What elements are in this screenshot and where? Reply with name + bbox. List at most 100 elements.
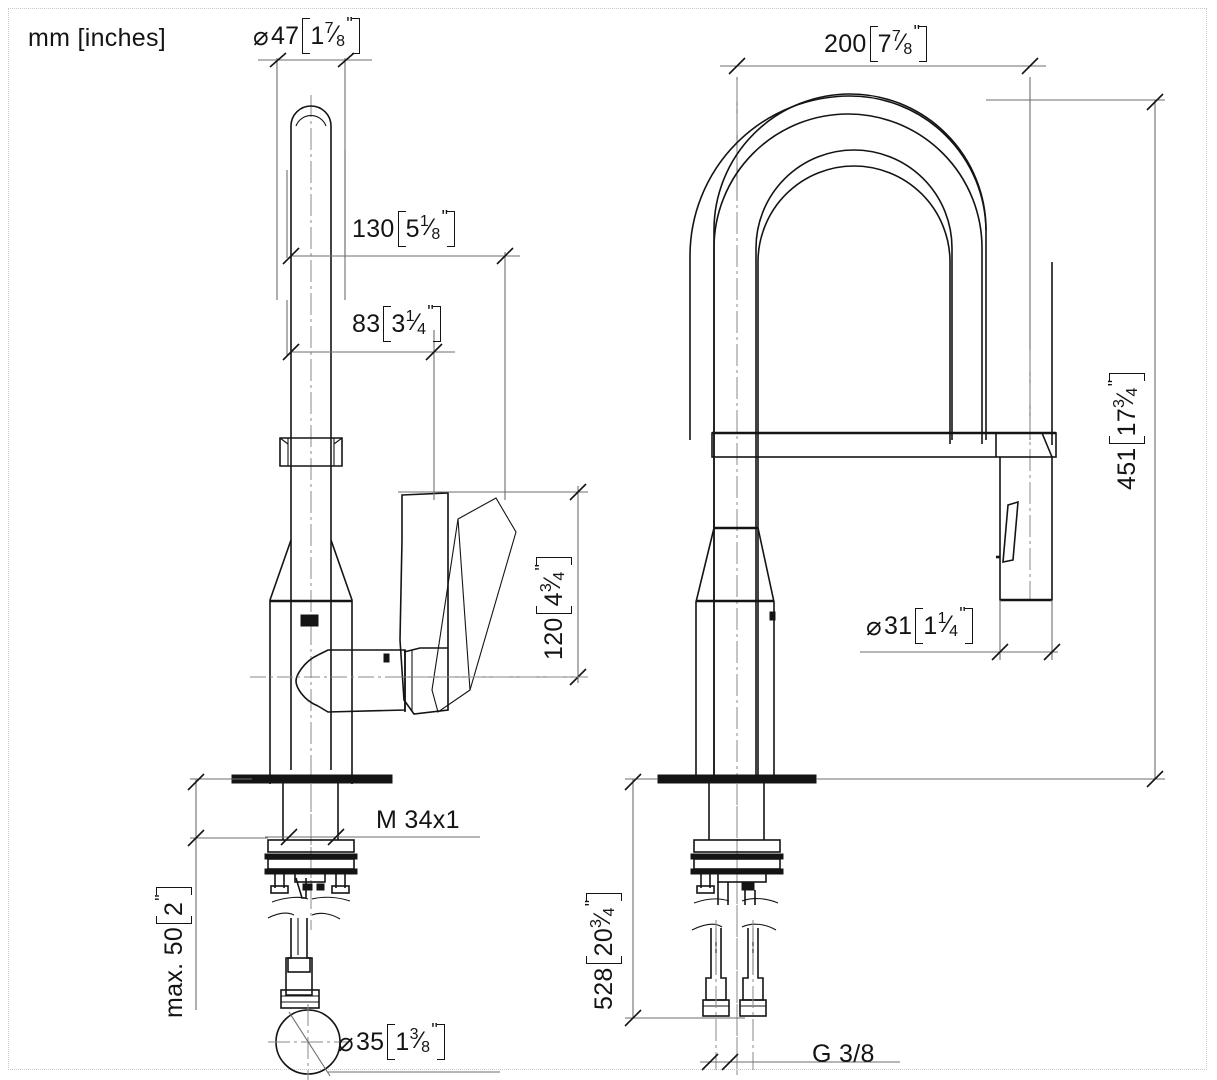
leader-tick-g38-b bbox=[721, 1053, 739, 1071]
dim-tick-130-left bbox=[282, 247, 300, 265]
diameter-icon: ⌀ bbox=[866, 611, 882, 641]
dim-diagonal-35 bbox=[288, 1011, 331, 1077]
mount-center-block bbox=[294, 871, 326, 883]
spout-top-inner-arc bbox=[295, 115, 327, 127]
body-button bbox=[300, 614, 319, 627]
handle-lever-body bbox=[399, 492, 449, 715]
valve-pin bbox=[383, 653, 390, 663]
spray-head-toggle bbox=[1002, 500, 1019, 563]
dim-tick-200-left bbox=[728, 57, 746, 75]
right-front-view bbox=[624, 57, 1165, 1075]
right-break-line-b bbox=[741, 898, 779, 904]
dim-tick-47-right bbox=[337, 52, 355, 68]
break-line-left-a bbox=[271, 896, 309, 903]
gooseneck-outer-left-arc bbox=[689, 95, 987, 440]
spray-head-body bbox=[999, 457, 1053, 601]
tube-inner bbox=[757, 165, 951, 780]
dim-tick-50-top bbox=[187, 773, 205, 791]
mount-center-pin-a bbox=[302, 883, 313, 891]
dim-tick-50-bottom bbox=[187, 829, 205, 847]
mount-washer-upper bbox=[267, 839, 355, 853]
spout-outer-profile bbox=[290, 105, 332, 770]
dim-tick-83-left bbox=[282, 343, 300, 361]
gooseneck-inner-profile bbox=[755, 149, 953, 775]
label-connection-thread-g38: G 3/8 bbox=[812, 1040, 875, 1068]
hose-sleeve-chamfer bbox=[1041, 432, 1053, 458]
spout-collar bbox=[279, 437, 343, 467]
column-taper-left bbox=[269, 539, 292, 784]
dim-tick-451-bottom bbox=[1146, 770, 1164, 788]
right-stud-foot-left bbox=[696, 885, 715, 894]
mount-center-pin-b bbox=[316, 883, 325, 891]
mount-stud-foot-left bbox=[270, 885, 289, 894]
dim-tick-528-top bbox=[624, 773, 642, 791]
tube-outer bbox=[713, 113, 983, 780]
hose-nut bbox=[280, 989, 320, 1009]
deck-plate bbox=[231, 774, 393, 784]
left-side-view bbox=[187, 52, 588, 1080]
column-taper-right bbox=[330, 539, 353, 784]
right-break-line-d bbox=[741, 923, 777, 931]
diameter-icon: ⌀ bbox=[338, 1027, 354, 1057]
dim-tick-31-left bbox=[991, 643, 1009, 661]
handle-lever-alt-position bbox=[431, 497, 517, 713]
break-line-left-b bbox=[311, 896, 351, 902]
handle-lever-underside bbox=[403, 647, 448, 653]
right-deck-plate bbox=[657, 774, 817, 784]
dim-tick-130-right bbox=[496, 247, 514, 265]
dim-tick-47-left bbox=[269, 52, 287, 68]
dim-tick-120-top bbox=[569, 483, 587, 501]
diameter-icon: ⌀ bbox=[253, 21, 269, 51]
dim-tick-83-right bbox=[425, 343, 443, 361]
right-column-left bbox=[695, 527, 715, 778]
dim-tick-451-top bbox=[1146, 93, 1164, 111]
right-body-button bbox=[769, 611, 776, 621]
handle-lever-alt-fold bbox=[457, 518, 471, 691]
leader-tick-m34-left bbox=[280, 828, 298, 846]
right-break-line-c bbox=[691, 923, 723, 931]
hose-connector-body bbox=[285, 918, 313, 996]
hose-ferrule bbox=[287, 957, 311, 973]
mount-stud-foot-right bbox=[331, 885, 350, 894]
right-stud-foot-right bbox=[741, 881, 755, 891]
collar-chamfer-left bbox=[279, 437, 289, 445]
gooseneck-outer-profile bbox=[713, 93, 987, 775]
hose-sleeve-bar bbox=[711, 432, 1057, 458]
break-line-hose-a bbox=[267, 912, 295, 919]
dim-tick-528-bottom bbox=[624, 1009, 642, 1027]
dim-tick-31-right bbox=[1043, 643, 1061, 661]
break-line-hose-b bbox=[311, 912, 341, 920]
right-mount-washer bbox=[693, 839, 781, 853]
leader-tick-m34-right bbox=[327, 828, 345, 846]
inch-bracket: 2" bbox=[152, 887, 189, 924]
leader-tick-g38-a bbox=[701, 1053, 719, 1071]
right-mount-center-block bbox=[717, 871, 767, 883]
units-note: mm [inches] bbox=[28, 24, 167, 52]
collar-chamfer-right bbox=[333, 437, 343, 445]
right-break-line-a bbox=[693, 898, 730, 904]
dim-tick-200-right bbox=[1021, 57, 1039, 75]
valve-housing-nose bbox=[295, 654, 319, 707]
right-column-right bbox=[757, 527, 775, 778]
label-thread-m34: M 34x1 bbox=[376, 806, 460, 834]
